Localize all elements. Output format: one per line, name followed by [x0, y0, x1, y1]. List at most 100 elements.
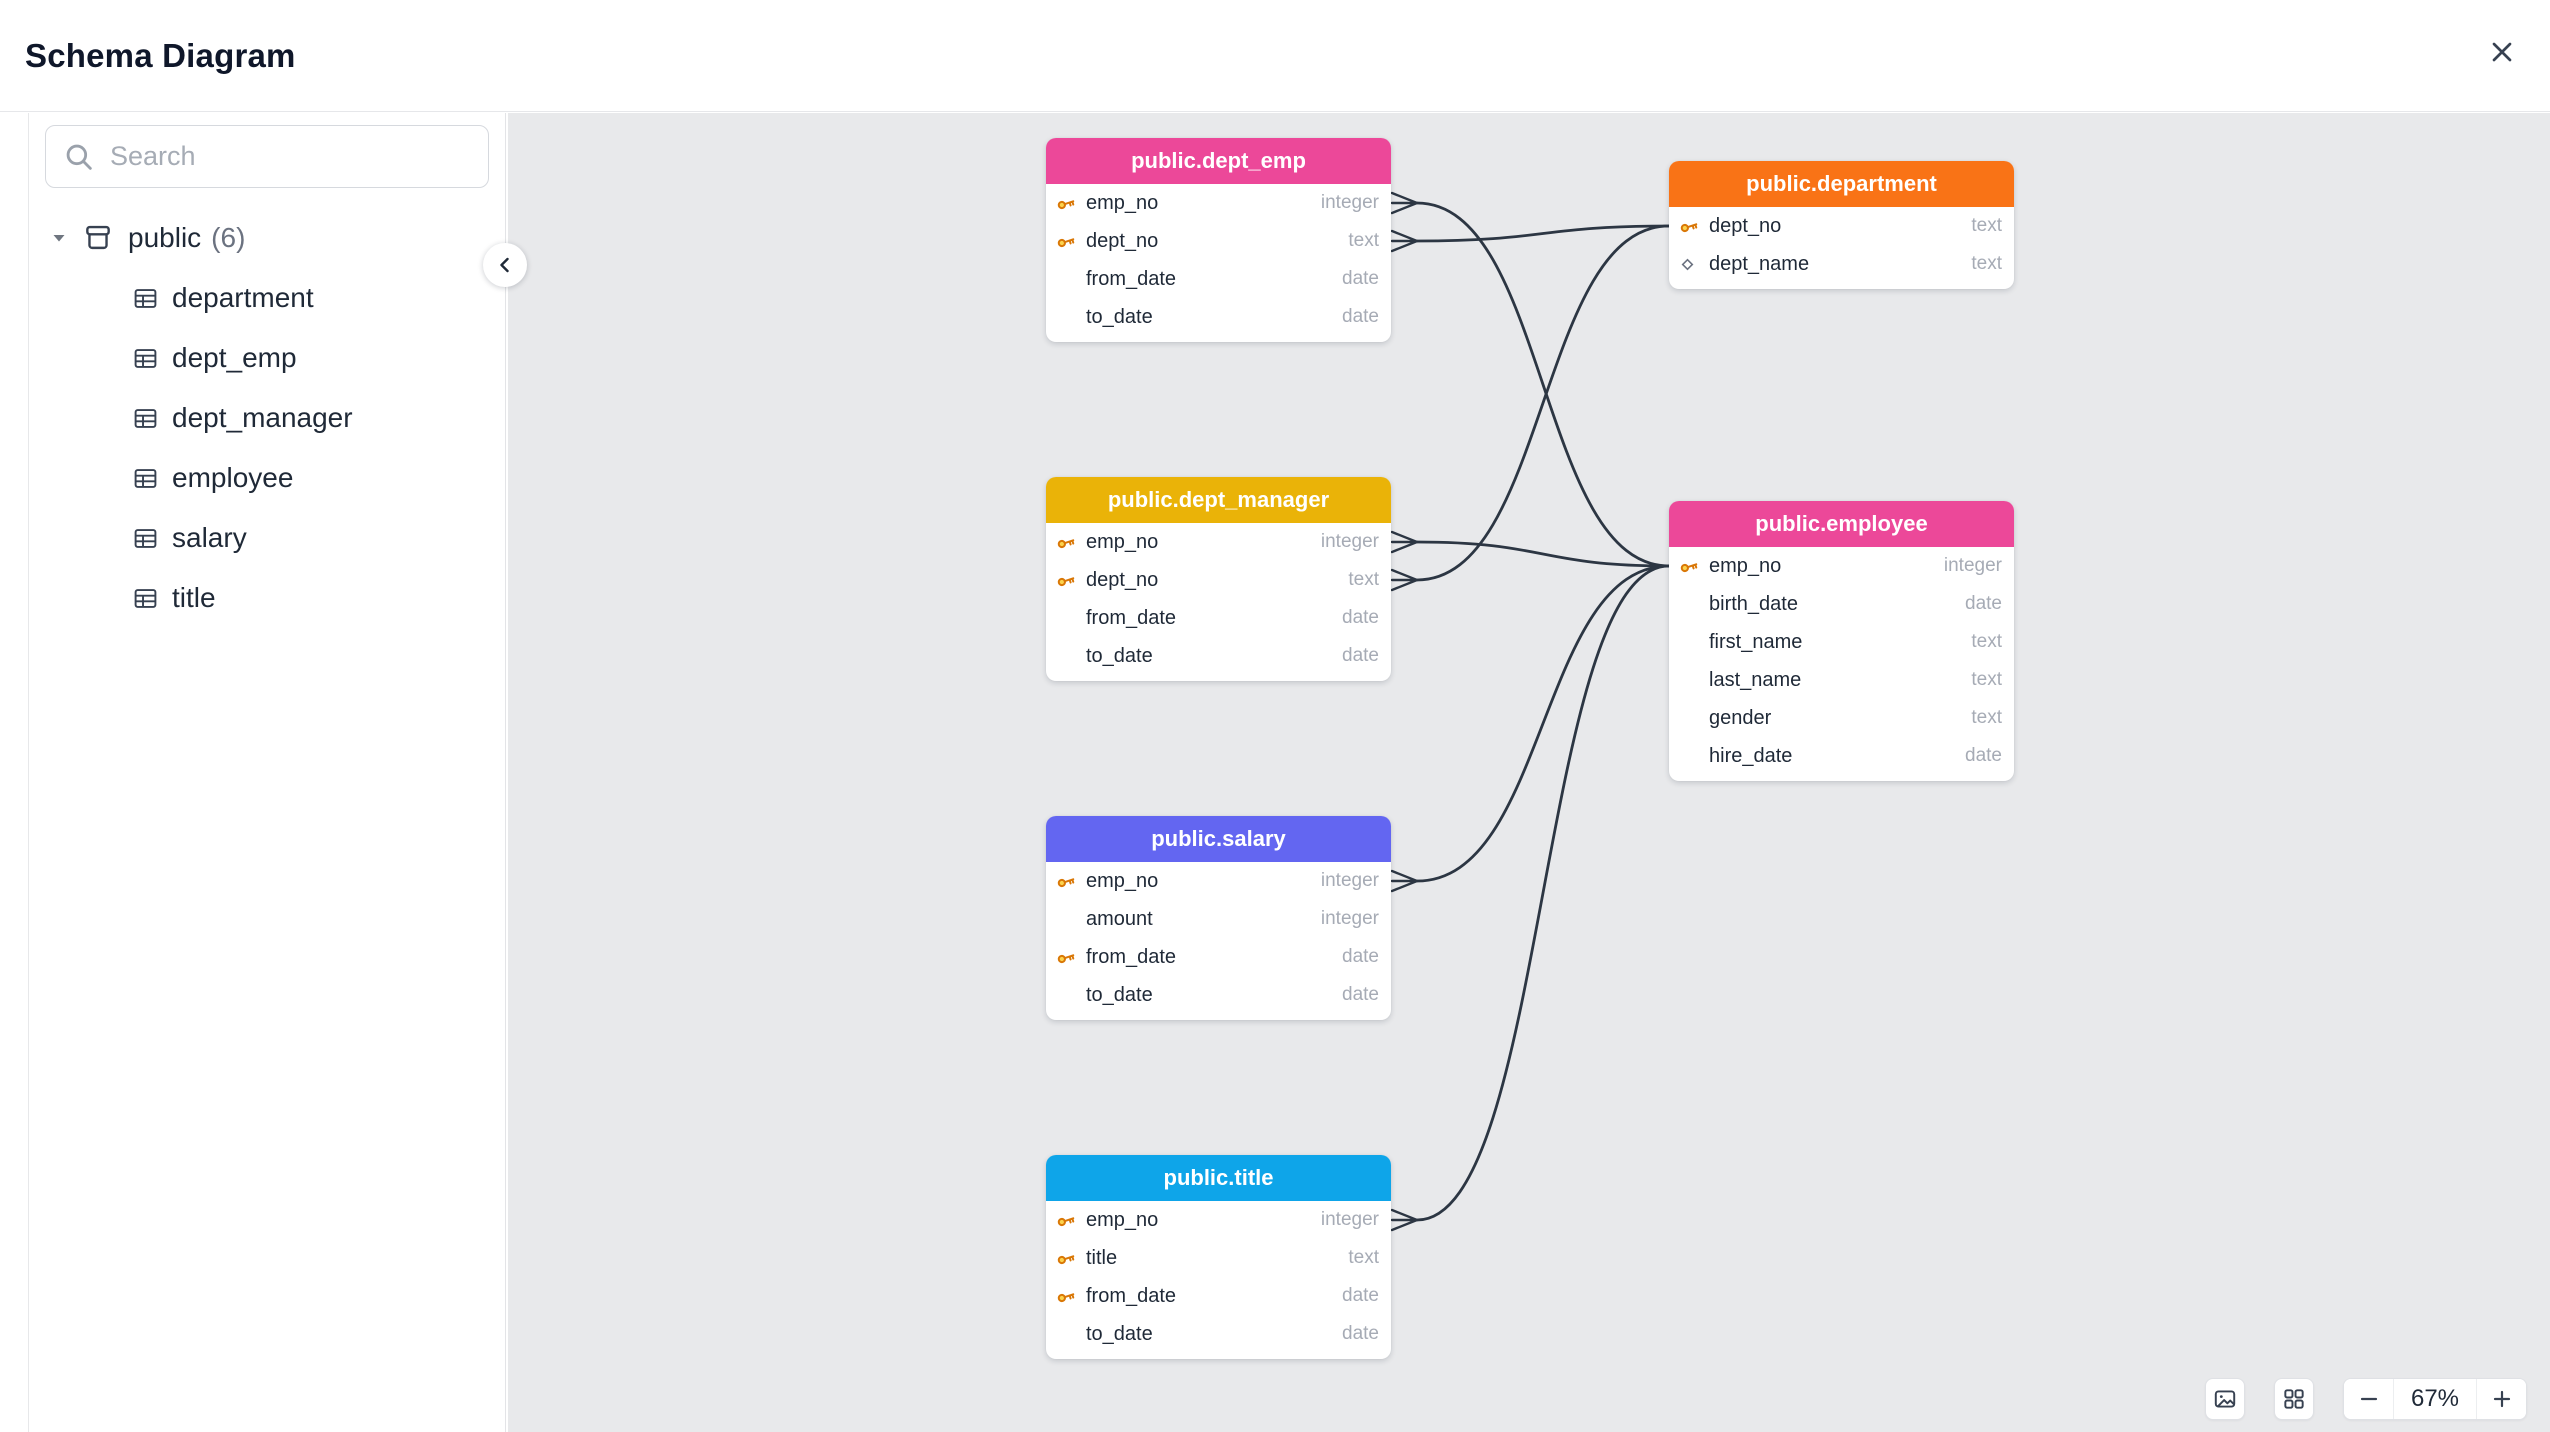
sidebar-item-title[interactable]: title — [29, 568, 505, 628]
primary-key-icon — [1057, 877, 1075, 887]
column-row-birth_date: birth_date date — [1669, 585, 2014, 623]
table-node-title: public.salary — [1151, 826, 1286, 851]
column-type: date — [1342, 1323, 1379, 1344]
table-node-title: public.title — [1163, 1165, 1274, 1190]
zoom-level: 67% — [2393, 1379, 2477, 1419]
search-input[interactable] — [110, 141, 470, 172]
column-type: integer — [1320, 531, 1379, 552]
table-node-title: public.dept_emp — [1131, 148, 1306, 173]
column-type: text — [1971, 707, 2002, 728]
sidebar-schema-public[interactable]: public (6) — [29, 208, 505, 268]
table-node-title[interactable]: public.title emp_no integer title text f… — [1046, 1155, 1391, 1359]
primary-key-icon — [1057, 1216, 1075, 1226]
column-name: dept_no — [1709, 214, 1782, 237]
column-name: emp_no — [1709, 554, 1782, 577]
column-row-dept_name: dept_name text — [1669, 245, 2014, 283]
column-row-dept_no: dept_no text — [1669, 207, 2014, 245]
column-type: text — [1348, 569, 1379, 590]
column-name: gender — [1709, 706, 1772, 729]
primary-key-icon — [1057, 199, 1075, 209]
zoom-out-button[interactable] — [2344, 1379, 2393, 1419]
zoom-in-button[interactable] — [2477, 1379, 2526, 1419]
column-type: text — [1348, 230, 1379, 251]
column-type: text — [1971, 631, 2002, 652]
sidebar-collapse-button[interactable] — [483, 243, 527, 287]
column-name: to_date — [1086, 644, 1153, 667]
column-name: emp_no — [1086, 869, 1159, 892]
column-name: emp_no — [1086, 530, 1159, 553]
column-name: to_date — [1086, 305, 1153, 328]
column-type: integer — [1943, 555, 2002, 576]
column-row-to_date: to_date date — [1046, 298, 1391, 336]
table-node-dept_manager[interactable]: public.dept_manager emp_no integer dept_… — [1046, 477, 1391, 681]
table-node-title: public.department — [1746, 171, 1937, 196]
table-node-header[interactable]: public.salary — [1046, 816, 1391, 862]
header: Schema Diagram — [0, 0, 2550, 112]
table-node-header[interactable]: public.department — [1669, 161, 2014, 207]
column-name: to_date — [1086, 983, 1153, 1006]
column-row-to_date: to_date date — [1046, 637, 1391, 675]
table-node-dept_emp[interactable]: public.dept_emp emp_no integer dept_no t… — [1046, 138, 1391, 342]
minus-icon — [2360, 1397, 2377, 1401]
column-name: from_date — [1086, 606, 1177, 629]
zoom-control: 67% — [2343, 1378, 2527, 1420]
schema-box-icon — [86, 225, 110, 250]
chevron-left-icon — [500, 257, 509, 273]
schema-tree: public (6) department dept_emp dept_mana… — [29, 208, 505, 628]
close-icon — [2492, 42, 2512, 62]
table-icon — [134, 288, 157, 308]
column-type: date — [1342, 1285, 1379, 1306]
column-name: dept_no — [1086, 229, 1159, 252]
canvas-controls: 67% — [2205, 1378, 2527, 1420]
column-name: emp_no — [1086, 191, 1159, 214]
schema-label: public — [128, 222, 202, 253]
table-node-department[interactable]: public.department dept_no text dept_name… — [1669, 161, 2014, 289]
column-name: from_date — [1086, 1284, 1177, 1307]
export-image-button[interactable] — [2205, 1378, 2245, 1420]
column-row-amount: amount integer — [1046, 900, 1391, 938]
sidebar-item-dept_emp[interactable]: dept_emp — [29, 328, 505, 388]
chevron-down-icon — [53, 235, 65, 242]
table-node-header[interactable]: public.title — [1046, 1155, 1391, 1201]
table-node-header[interactable]: public.dept_emp — [1046, 138, 1391, 184]
image-icon — [2214, 1390, 2236, 1408]
layout-grid-icon — [2284, 1389, 2304, 1409]
primary-key-icon — [1057, 576, 1075, 586]
column-row-title: title text — [1046, 1239, 1391, 1277]
column-type: integer — [1320, 1209, 1379, 1230]
table-node-salary[interactable]: public.salary emp_no integer amount inte… — [1046, 816, 1391, 1020]
table-node-header[interactable]: public.employee — [1669, 501, 2014, 547]
column-type: date — [1965, 745, 2002, 766]
sidebar-item-salary[interactable]: salary — [29, 508, 505, 568]
table-node-employee[interactable]: public.employee emp_no integer birth_dat… — [1669, 501, 2014, 781]
column-type: date — [1342, 984, 1379, 1005]
column-name: first_name — [1709, 630, 1803, 653]
column-row-to_date: to_date date — [1046, 976, 1391, 1014]
auto-layout-button[interactable] — [2274, 1378, 2314, 1420]
sidebar-table-list: department dept_emp dept_manager employe… — [29, 268, 505, 628]
sidebar-item-employee[interactable]: employee — [29, 448, 505, 508]
primary-key-icon — [1057, 953, 1075, 963]
column-name: hire_date — [1709, 744, 1793, 767]
column-name: dept_name — [1709, 252, 1810, 275]
diagram-canvas[interactable]: public.dept_emp emp_no integer dept_no t… — [508, 113, 2550, 1432]
table-node-title: public.employee — [1755, 511, 1928, 536]
unique-diamond-icon — [1681, 258, 1694, 270]
column-row-dept_no: dept_no text — [1046, 222, 1391, 260]
sidebar-item-department[interactable]: department — [29, 268, 505, 328]
sidebar-item-label: department — [172, 282, 314, 313]
column-type: integer — [1320, 192, 1379, 213]
column-type: date — [1342, 306, 1379, 327]
column-name: title — [1086, 1246, 1118, 1269]
close-button[interactable] — [2474, 24, 2530, 80]
column-type: text — [1971, 253, 2002, 274]
column-row-emp_no: emp_no integer — [1046, 1201, 1391, 1239]
table-icon — [134, 468, 157, 488]
column-row-emp_no: emp_no integer — [1046, 184, 1391, 222]
column-name: dept_no — [1086, 568, 1159, 591]
sidebar-item-dept_manager[interactable]: dept_manager — [29, 388, 505, 448]
table-node-header[interactable]: public.dept_manager — [1046, 477, 1391, 523]
table-icon — [134, 528, 157, 548]
column-row-emp_no: emp_no integer — [1046, 523, 1391, 561]
relationship-edges — [1390, 191, 1671, 1232]
